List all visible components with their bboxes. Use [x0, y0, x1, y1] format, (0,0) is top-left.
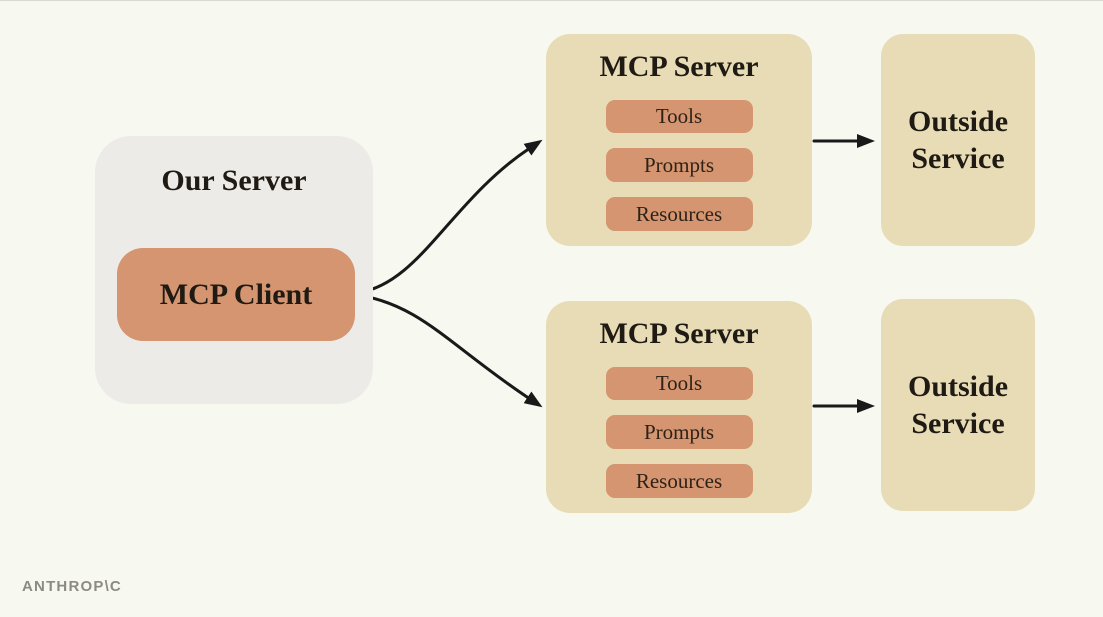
outside-service-box-top: Outside Service	[881, 34, 1035, 246]
mcp-server-box-top: MCP Server Tools Prompts Resources	[546, 34, 812, 246]
resources-chip-top: Resources	[605, 197, 753, 231]
mcp-server-title-bottom: MCP Server	[599, 317, 759, 350]
outside-service-box-bottom: Outside Service	[881, 299, 1035, 511]
mcp-client-box: MCP Client	[117, 248, 355, 341]
mcp-server-title-top: MCP Server	[599, 50, 759, 83]
mcp-client-label: MCP Client	[159, 277, 313, 311]
tools-chip-bottom: Tools	[605, 366, 753, 401]
arrow-client-to-bottom-server	[355, 293, 543, 408]
outside-service-label-top: Outside Service	[907, 104, 1009, 176]
mcp-server-box-bottom: MCP Server Tools Prompts Resources	[546, 301, 812, 513]
prompts-chip-bottom: Prompts	[605, 415, 753, 450]
arrow-client-to-top-server	[355, 139, 543, 295]
anthropic-logo: ANTHROP\C	[22, 578, 122, 595]
resources-chip-bottom: Resources	[605, 464, 753, 498]
our-server-title: Our Server	[161, 164, 307, 197]
tools-chip-top: Tools	[605, 99, 753, 134]
prompts-chip-top: Prompts	[605, 148, 753, 183]
our-server-box: Our Server MCP Client	[95, 136, 373, 404]
outside-service-label-bottom: Outside Service	[907, 369, 1009, 441]
